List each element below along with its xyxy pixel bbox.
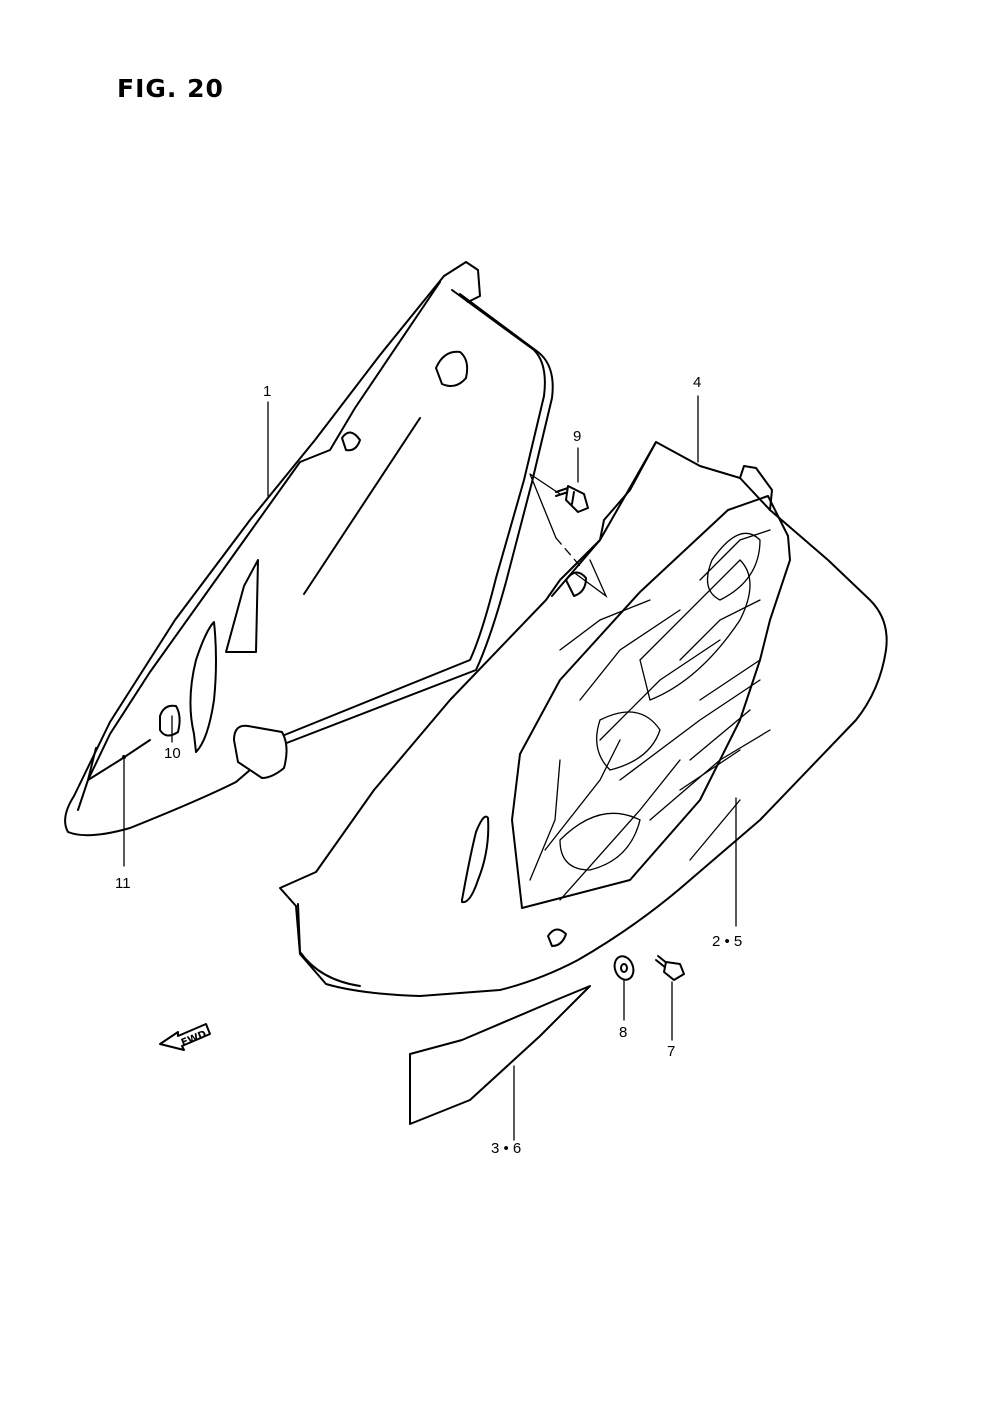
part-7-bolt [655, 955, 685, 981]
callout-10: 10 [164, 745, 181, 762]
part-9-bolt [555, 485, 589, 513]
callout-3-6: 3 • 6 [491, 1140, 522, 1157]
figure-title: FIG. 20 [117, 74, 224, 103]
callout-2-5: 2 • 5 [712, 933, 743, 950]
fwd-arrow-icon: FWD [159, 1023, 211, 1051]
callout-7: 7 [667, 1043, 676, 1060]
part-4-side-shroud [279, 441, 888, 997]
part-8-washer [613, 955, 635, 981]
callout-1: 1 [263, 383, 272, 400]
callout-4: 4 [693, 374, 702, 391]
part-3-6-lower-panel [409, 985, 591, 1125]
callout-11: 11 [115, 875, 131, 892]
callout-8: 8 [619, 1024, 628, 1041]
part-1-left-frame-cover [64, 261, 554, 837]
part-2-5-decal-panel [511, 495, 791, 909]
leader-lines [123, 395, 737, 1141]
callout-9: 9 [573, 428, 582, 445]
